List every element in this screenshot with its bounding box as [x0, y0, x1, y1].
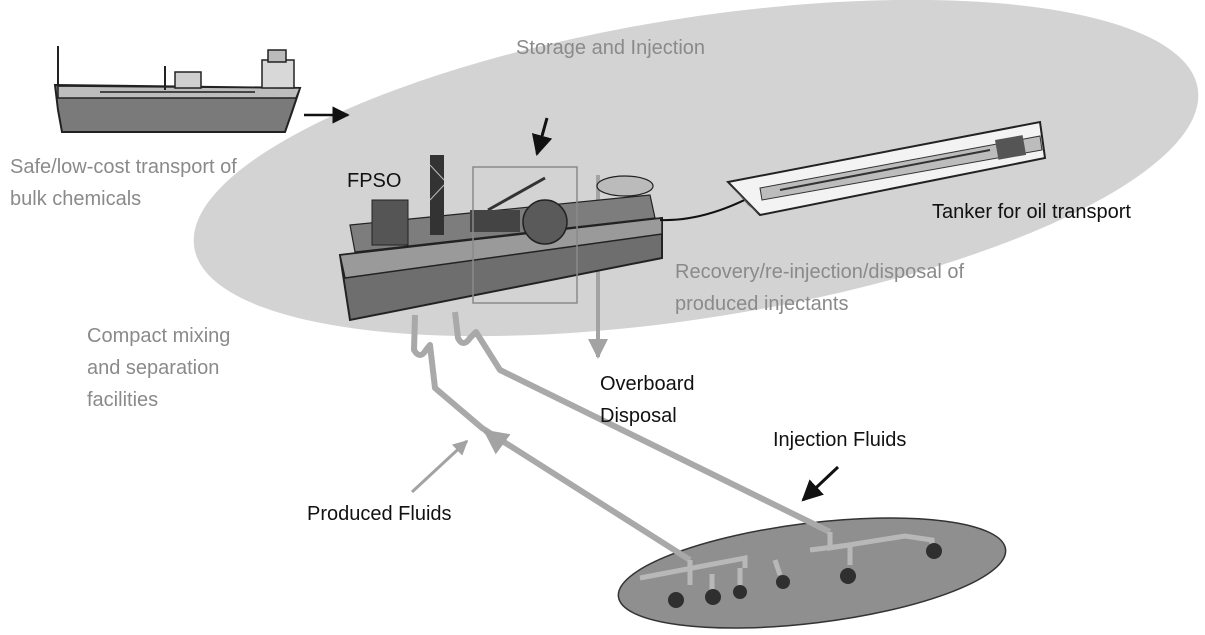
wellhead-icon	[926, 543, 942, 559]
mixing-label-line3: facilities	[87, 389, 158, 411]
injection-fluids-label: Injection Fluids	[773, 429, 906, 451]
wellheads	[668, 543, 942, 608]
mixing-label-line2: and separation	[87, 357, 219, 379]
recovery-label-line1: Recovery/re-injection/disposal of	[675, 261, 964, 283]
storage-zone-ellipse	[193, 0, 1199, 337]
transport-label-line1: Safe/low-cost transport of	[10, 156, 237, 178]
overboard-label-line1: Overboard	[600, 373, 695, 395]
recovery-label-line2: produced injectants	[675, 293, 848, 315]
fpso-highlight-box	[472, 166, 578, 304]
produced-fluids-label: Produced Fluids	[307, 503, 452, 525]
produced-fluids-pipe	[411, 314, 692, 563]
oil-tanker-ship-icon	[725, 120, 1047, 217]
fpso-label: FPSO	[347, 170, 401, 192]
wellhead-icon	[705, 589, 721, 605]
transport-label-line2: bulk chemicals	[10, 188, 141, 210]
produced-fluids-arrow	[410, 439, 469, 494]
tanker-label: Tanker for oil transport	[932, 201, 1131, 223]
injection-fluids-pipe	[452, 311, 832, 535]
chemical-tanker-ship-icon	[53, 46, 302, 133]
injection-fluids-arrow	[801, 465, 840, 502]
produced-flow-marker	[482, 428, 511, 455]
mixing-label-line1: Compact mixing	[87, 325, 230, 347]
wellhead-icon	[733, 585, 747, 599]
wellhead-icon	[776, 575, 790, 589]
wellhead-icon	[840, 568, 856, 584]
overboard-label-line2: Disposal	[600, 405, 677, 427]
storage-injection-label: Storage and Injection	[516, 37, 705, 59]
fpso-vessel-icon	[338, 155, 663, 322]
highlight-arrow	[531, 117, 553, 157]
wellhead-icon	[668, 592, 684, 608]
